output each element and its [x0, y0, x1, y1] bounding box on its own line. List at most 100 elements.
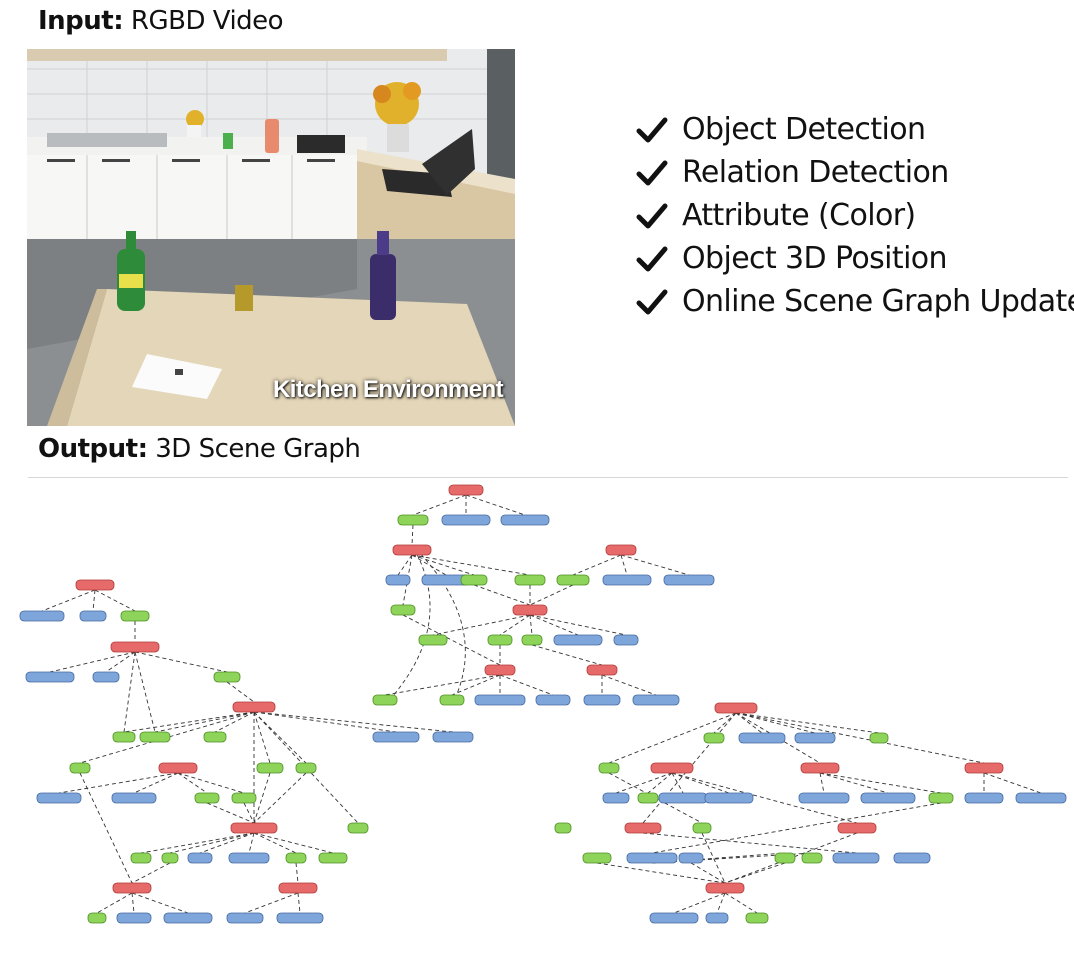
graph-edge: [134, 651, 228, 673]
attribute-node: [228, 852, 270, 864]
attribute-node: [704, 792, 754, 804]
graph-edge: [819, 772, 942, 794]
relation-node: [161, 852, 179, 864]
graph-edge: [177, 772, 208, 794]
graph-edge: [411, 554, 531, 576]
relation-node: [318, 852, 348, 864]
object-node: [232, 701, 276, 713]
relation-node: [390, 604, 416, 616]
attribute-node: [25, 671, 75, 683]
attribute-node: [705, 912, 729, 924]
graph-edge: [601, 674, 657, 696]
graph-edge: [735, 712, 985, 764]
graph-edge: [465, 494, 526, 516]
object-node: [512, 604, 548, 616]
graph-edge: [253, 711, 307, 764]
object-node: [800, 762, 840, 774]
graph-edge: [735, 712, 816, 734]
attribute-node: [92, 671, 120, 683]
graph-edge: [134, 651, 156, 733]
attribute-node: [163, 912, 213, 924]
attribute-node: [111, 792, 157, 804]
object-node: [705, 882, 745, 894]
object-node: [837, 822, 877, 834]
check-mark-icon: [636, 246, 668, 271]
relation-node: [347, 822, 369, 834]
graph-edge: [154, 711, 255, 733]
relation-node: [231, 792, 257, 804]
graph-edge: [49, 651, 136, 673]
attribute-node: [79, 610, 107, 622]
graph-edge: [411, 544, 466, 706]
graph-edge: [41, 589, 96, 612]
attribute-node: [385, 574, 411, 586]
relation-node: [87, 912, 107, 924]
relation-node: [213, 671, 241, 683]
graph-edge: [615, 772, 673, 794]
graph-edge: [58, 772, 179, 794]
check-mark-icon: [636, 289, 668, 314]
relation-node: [554, 822, 572, 834]
graph-edge: [384, 544, 431, 706]
graph-edge: [647, 772, 673, 794]
relation-node: [295, 762, 317, 774]
attribute-node: [893, 852, 931, 864]
object-node: [605, 544, 637, 556]
relation-node: [598, 762, 620, 774]
checklist-label: Online Scene Graph Update: [682, 284, 1074, 319]
graph-edge: [253, 772, 307, 824]
checklist-label: Attribute (Color): [682, 198, 916, 233]
attribute-node: [663, 574, 715, 586]
relation-node: [203, 731, 227, 743]
graph-edge: [819, 772, 825, 794]
graph-edge: [92, 589, 96, 612]
attribute-node: [432, 731, 474, 743]
graph-edge: [253, 711, 454, 733]
graph-edge: [701, 832, 726, 884]
relation-node: [130, 852, 152, 864]
graph-edge: [384, 674, 501, 696]
relation-node: [801, 852, 823, 864]
object-node: [278, 882, 318, 894]
graph-edge: [620, 554, 690, 576]
graph-edge: [253, 832, 297, 854]
object-node: [650, 762, 694, 774]
graph-edge: [671, 772, 684, 794]
checklist-item: Object 3D Position: [636, 237, 1074, 280]
attribute-node: [860, 792, 916, 804]
object-node: [964, 762, 1004, 774]
object-node: [586, 664, 618, 676]
attribute-node: [553, 634, 603, 646]
graph-edge: [295, 862, 299, 884]
graph-edge: [432, 614, 531, 636]
checklist-label: Relation Detection: [682, 155, 949, 190]
graph-edge: [499, 674, 554, 696]
graph-edge: [596, 862, 726, 884]
graph-edge: [79, 772, 133, 884]
check-mark-icon: [636, 203, 668, 228]
checklist-item: Attribute (Color): [636, 194, 1074, 237]
graph-edge: [451, 674, 501, 696]
graph-edge: [411, 524, 414, 546]
graph-edge: [572, 554, 622, 576]
object-node: [714, 702, 758, 714]
attribute-node: [500, 514, 550, 526]
attribute-node: [678, 852, 704, 864]
graph-edge: [248, 832, 255, 854]
relation-node: [514, 574, 546, 586]
graph-edge: [673, 892, 726, 914]
kitchen-photo: Kitchen Environment: [27, 49, 515, 426]
graph-edge: [411, 554, 475, 576]
check-mark-icon: [636, 117, 668, 142]
graph-edge: [131, 862, 171, 884]
object-node: [112, 882, 152, 894]
attribute-node: [19, 610, 65, 622]
graph-edge: [169, 832, 255, 854]
graph-edge: [735, 712, 880, 734]
relation-node: [487, 634, 513, 646]
attribute-node: [1015, 792, 1067, 804]
attribute-node: [474, 694, 526, 706]
object-node: [448, 484, 484, 496]
relation-node: [194, 792, 220, 804]
graph-edge: [529, 614, 627, 636]
